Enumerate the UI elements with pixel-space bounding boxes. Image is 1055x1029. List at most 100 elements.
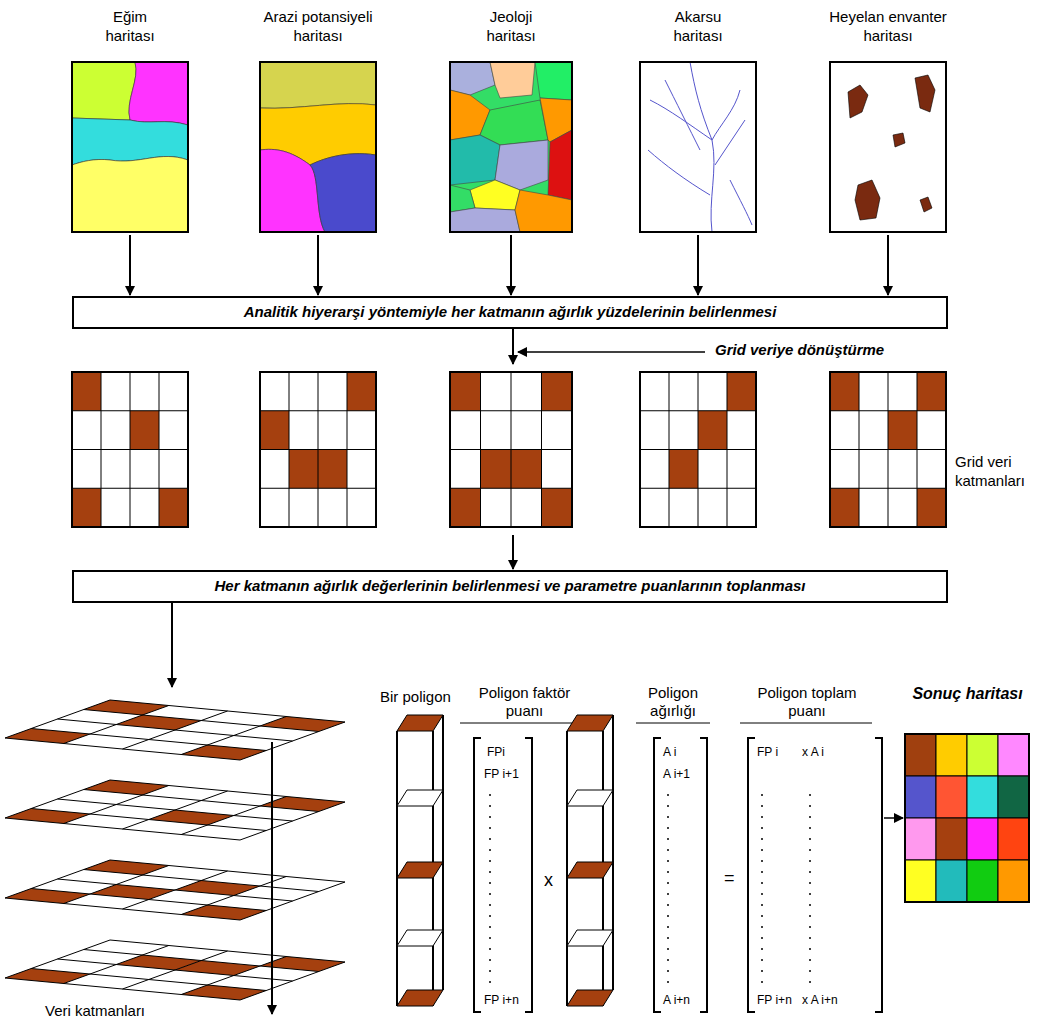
grid-line [640, 488, 756, 489]
matrix-dot [667, 926, 669, 928]
matrix-dot [809, 871, 811, 873]
map-node: Akarsu haritası [623, 5, 773, 235]
column-header: Poligon ağırlığı [632, 684, 714, 720]
matrix-dot [489, 959, 491, 961]
grid-cell [917, 372, 946, 411]
flow-arrow [697, 235, 699, 295]
matrix-dot [809, 882, 811, 884]
matrix-dot [667, 959, 669, 961]
flow-arrow [510, 235, 512, 295]
prism-slice [567, 990, 613, 1006]
grid-cell [830, 372, 859, 411]
matrix-dot [489, 904, 491, 906]
layer-line [110, 860, 345, 882]
layer-line [240, 962, 345, 1000]
grid-frame [830, 372, 946, 527]
grid-cell [542, 372, 573, 411]
matrix-dot [667, 904, 669, 906]
grid-cell [318, 450, 347, 489]
matrix-dot [761, 794, 763, 796]
layer-line [240, 722, 345, 760]
grid-layers [72, 372, 946, 527]
matrix-dot [761, 882, 763, 884]
layer-cell [181, 985, 266, 1000]
map-node: Jeoloji haritası [436, 5, 586, 235]
layer-cell [181, 905, 266, 920]
matrix-dot [489, 816, 491, 818]
grid-line [72, 449, 188, 450]
grid-cell [917, 488, 946, 527]
grid-cell [289, 450, 318, 489]
result-cell [967, 734, 998, 776]
grid-cell [511, 450, 542, 489]
grid-cell [450, 372, 481, 411]
grid-line [727, 372, 728, 527]
matrix-entry: FP i+1 [484, 767, 519, 781]
process-box: Her katmanın ağırlık değerlerinin belirl… [72, 570, 948, 603]
column-header: Bir poligon [380, 688, 451, 706]
layer-line [58, 719, 293, 741]
matrix-dot [761, 893, 763, 895]
matrix-dot [761, 948, 763, 950]
layer-line [110, 700, 345, 722]
result-cell [998, 734, 1029, 776]
matrix-dot [489, 893, 491, 895]
layer-cell [84, 700, 169, 715]
process-text: Analitik hiyerarşi yöntemiyle her katman… [82, 303, 938, 322]
matrix-dot [761, 849, 763, 851]
operator: x [544, 870, 553, 892]
matrix-dot [489, 915, 491, 917]
river-map [640, 62, 756, 232]
matrix-dot [809, 937, 811, 939]
grid-frame [450, 372, 572, 527]
layer-cell [5, 809, 90, 824]
matrix-dot [761, 926, 763, 928]
matrix-dot [489, 827, 491, 829]
map-title: Eğim haritası [89, 8, 171, 46]
layer-cell [181, 745, 266, 760]
flow-arrow [512, 329, 514, 364]
matrix-entry: FP i+n [484, 993, 519, 1007]
layer-cell [175, 881, 260, 896]
matrix-dot [667, 860, 669, 862]
matrix-entry: x A i [802, 745, 824, 759]
prism-slice [397, 862, 443, 878]
layer-cell [5, 729, 90, 744]
matrix-dot [809, 816, 811, 818]
matrix-entry: A i [663, 745, 676, 759]
layer-line [84, 870, 319, 892]
map-title: Heyelan envanter haritası [821, 8, 956, 46]
grid-line [450, 449, 572, 450]
grid-cell [888, 411, 917, 450]
layer-cell [260, 717, 345, 732]
matrix-dot [489, 981, 491, 983]
flow-arrow [887, 235, 889, 295]
matrix-dot [489, 926, 491, 928]
layer-line [110, 940, 345, 962]
geology-map [450, 62, 572, 232]
grid-cell [260, 411, 289, 450]
flow-arrow [512, 535, 514, 569]
result-cell [967, 818, 998, 860]
landslide-map [830, 62, 946, 232]
map-node: Eğim haritası [55, 5, 205, 235]
side-arrow [518, 351, 705, 353]
grid-cell [542, 488, 573, 527]
grid-cell [830, 488, 859, 527]
matrix-dot [761, 970, 763, 972]
grid-frame [640, 372, 756, 527]
matrix-dot [667, 893, 669, 895]
matrix-dot [667, 838, 669, 840]
grid-line [917, 372, 918, 527]
matrix-dot [489, 794, 491, 796]
layer-line [110, 780, 345, 802]
matrix-dot [809, 893, 811, 895]
map-title: Arazi potansiyeli haritası [251, 8, 386, 46]
matrix-dot [489, 838, 491, 840]
prism-slice [397, 990, 443, 1006]
matrix-dot [761, 915, 763, 917]
matrix-dot [809, 959, 811, 961]
column-header: Poligon toplam puanı [740, 684, 874, 720]
layer-cell [5, 969, 90, 984]
